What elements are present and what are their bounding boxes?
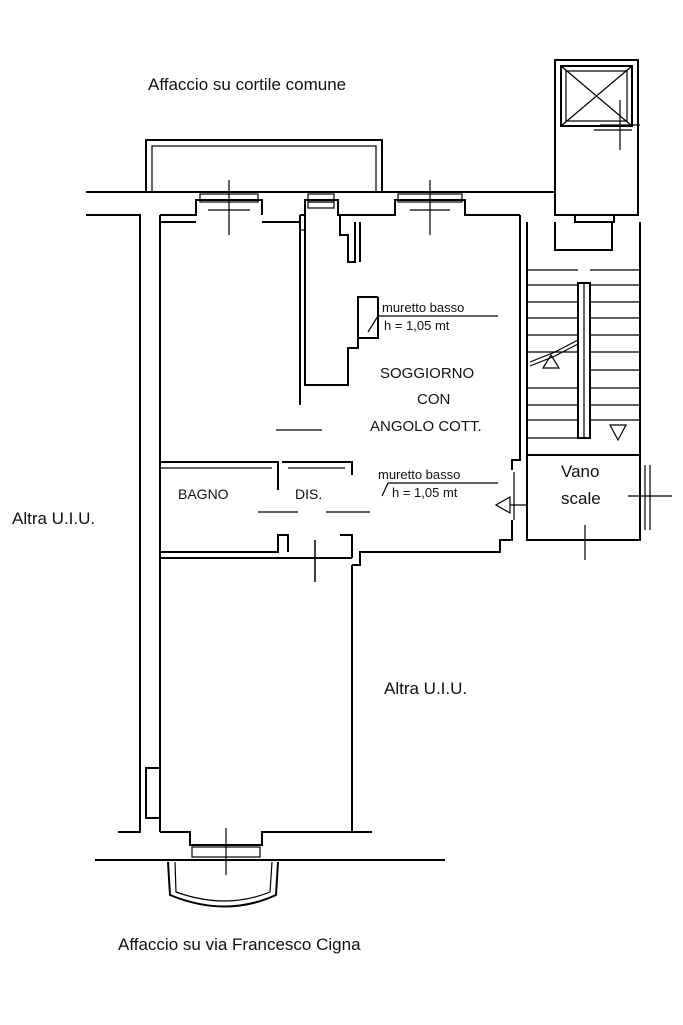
living-right-wall [352,215,521,566]
kitchen-partition [299,215,379,405]
low-wall-2-height: h = 1,05 mt [392,485,458,500]
entrance-arrow-icon [494,495,527,515]
stair-label-1: Vano [561,462,599,481]
bottom-balcony [167,828,279,908]
top-window-left [199,180,259,235]
low-wall-annotation-1 [367,315,498,333]
corridor-label: DIS. [295,486,322,502]
low-wall-1-height: h = 1,05 mt [384,318,450,333]
left-outer-walls [86,199,520,833]
stair-label-2: scale [561,489,601,508]
living-label-3: ANGOLO COTT. [370,418,482,435]
elevator-shaft [554,59,640,223]
right-unit-label: Altra U.I.U. [384,679,467,698]
bottom-view-label: Affaccio su via Francesco Cigna [118,935,361,954]
top-window-middle [307,193,335,209]
living-label-2: CON [417,391,450,408]
bath-label: BAGNO [178,486,229,502]
staircase [526,222,672,560]
living-label-1: SOGGIORNO [380,365,474,382]
down-arrow-icon [609,424,627,442]
low-wall-1-title: muretto basso [382,300,464,315]
top-balcony [145,139,383,193]
low-wall-annotation-2 [381,482,498,497]
lower-room-walls [145,565,372,846]
left-unit-label: Altra U.I.U. [12,509,95,528]
top-view-label: Affaccio su cortile comune [148,75,346,94]
bath-walls [160,461,370,582]
top-window-right [397,180,463,235]
low-wall-2-title: muretto basso [378,467,460,482]
up-arrow-icon [541,353,561,369]
